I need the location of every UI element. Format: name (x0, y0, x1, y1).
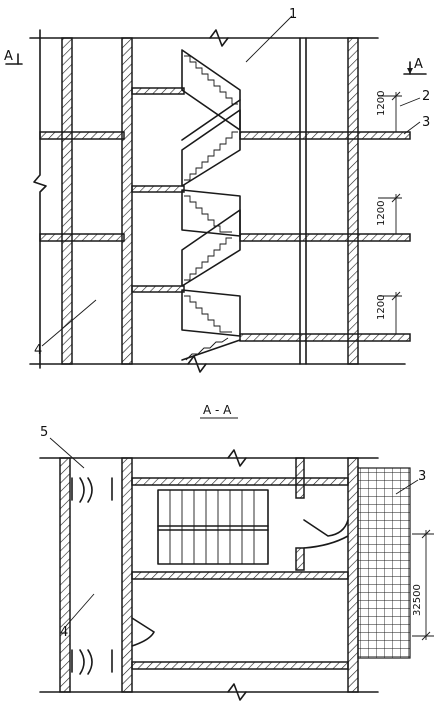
stair-flight-5 (181, 289, 241, 337)
svg-text:1200: 1200 (376, 201, 387, 226)
plan-view: 5 3 4 32500 (39, 425, 434, 701)
steps-3 (184, 195, 232, 233)
dimension-3: 1200 (376, 291, 402, 334)
plan-wall-left-outer (59, 457, 71, 693)
callout-4-top-label: 4 (34, 343, 42, 358)
dimension-2: 1200 (376, 193, 402, 234)
svg-text:1200: 1200 (376, 295, 387, 320)
elevation-view: A A 1 2 3 4 1200 1200 (4, 7, 430, 373)
section-title: A - A (203, 403, 232, 417)
plan-slab-top (131, 477, 349, 486)
callout-2-leader (399, 97, 421, 107)
plan-wall-left-inner (121, 457, 133, 693)
svg-text:1200: 1200 (376, 91, 387, 116)
steps-6 (185, 337, 229, 361)
section-marker-left-label: A (4, 49, 13, 64)
callout-1-leader (245, 15, 293, 63)
landing-3 (131, 285, 185, 293)
stair-rail-1 (181, 99, 241, 141)
plan-wall-right (347, 457, 359, 693)
wall-right (347, 37, 359, 365)
svg-text:32500: 32500 (412, 584, 423, 616)
slab-right-3 (239, 333, 411, 342)
callout-3-top-label: 3 (422, 115, 430, 130)
slab-right-1 (239, 131, 411, 140)
section-marker-right-arrow (407, 68, 413, 74)
section-marker-right-label: A (414, 57, 423, 72)
slab-left-2 (39, 233, 125, 242)
plan-door-bottom (71, 649, 113, 675)
wall-left-outer (61, 37, 73, 365)
plan-slab-mid (131, 571, 349, 580)
landing-2 (131, 185, 185, 193)
plan-door-swing-right (303, 519, 349, 549)
callout-4-bottom-leader (65, 593, 95, 627)
slab-right-2 (239, 233, 411, 242)
steps-5 (184, 295, 232, 333)
callout-3-bottom-label: 3 (418, 469, 426, 484)
callout-5-label: 5 (40, 425, 48, 440)
plan-door-swing-left (131, 617, 155, 647)
plan-bottom-break (227, 683, 247, 701)
plan-top-break (227, 449, 247, 467)
bottom-break (187, 355, 207, 373)
callout-2-label: 2 (422, 89, 430, 104)
plan-stair-treads (157, 489, 269, 565)
top-break (209, 29, 229, 47)
callout-4-bottom-label: 4 (60, 625, 68, 640)
callout-5-leader (49, 437, 85, 469)
stair-flight-4 (181, 209, 241, 287)
steps-4 (184, 237, 232, 281)
callout-4-leader (41, 299, 97, 347)
plan-grid-balcony (357, 467, 411, 659)
wall-left-inner (121, 37, 133, 365)
plan-door-top (71, 477, 113, 503)
plan-slab-bottom (131, 661, 349, 670)
plan-column-mid (295, 547, 305, 571)
slab-left-1 (39, 131, 125, 140)
steps-2 (184, 131, 238, 181)
callout-3-leader (403, 121, 421, 135)
callout-3-bottom-leader (395, 479, 419, 495)
stair-flight-2 (181, 109, 241, 187)
stair-rail-bottom (181, 339, 241, 361)
landing-1 (131, 87, 185, 95)
left-boundary-break (33, 29, 47, 369)
dimension-1: 1200 (376, 91, 402, 132)
dimension-span: 32500 (412, 529, 434, 641)
steps-1 (184, 55, 238, 105)
callout-1-label: 1 (289, 7, 297, 22)
